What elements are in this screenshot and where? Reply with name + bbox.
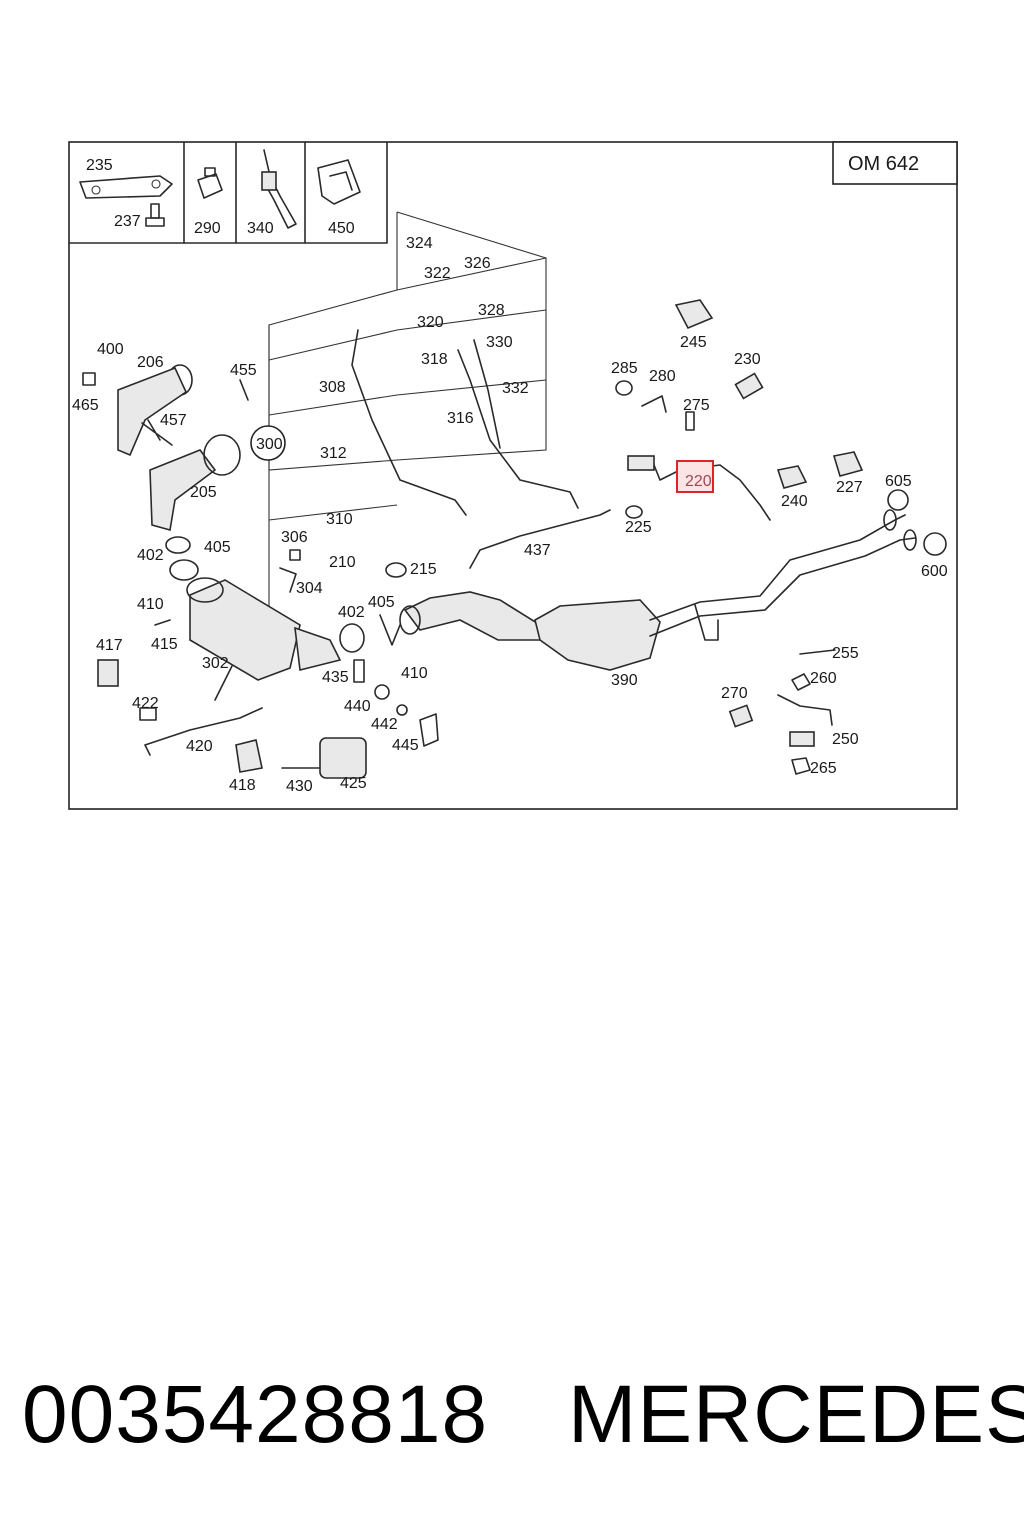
sensor-437	[469, 509, 611, 569]
line-332	[473, 339, 501, 449]
inset-parts-box	[68, 141, 388, 244]
part-label-405: 405	[368, 594, 395, 611]
part-label-320: 320	[417, 314, 444, 331]
part-label-328: 328	[478, 302, 505, 319]
brand-name: MERCEDES	[568, 1369, 1024, 1460]
part-label-445: 445	[392, 737, 419, 754]
part-label-210: 210	[329, 554, 356, 571]
diagram-frame	[68, 141, 958, 810]
part-label-465: 465	[72, 397, 99, 414]
part-label-442: 442	[371, 716, 398, 733]
part-label-250: 250	[832, 731, 859, 748]
part-label-306: 306	[281, 529, 308, 546]
turbo-manifold	[82, 364, 249, 532]
part-label-205: 205	[190, 484, 217, 501]
part-labels: 235 237 290 340 450 324 322 326 320 328 318 330 308 3…	[72, 157, 948, 795]
part-label-600: 600	[921, 563, 948, 580]
part-label-450: 450	[328, 220, 355, 237]
part-label-310: 310	[326, 511, 353, 528]
part-label-405: 405	[204, 539, 231, 556]
engine-code-label: OM 642	[848, 153, 919, 175]
part-label-400: 400	[97, 341, 124, 358]
exhaust-pipe	[399, 509, 917, 671]
caption: 0035428818 MERCEDES	[22, 1360, 1024, 1470]
part-label-402: 402	[137, 547, 164, 564]
part-label-230: 230	[734, 351, 761, 368]
part-label-415: 415	[151, 636, 178, 653]
part-label-605: 605	[885, 473, 912, 490]
right-hardware	[615, 299, 947, 775]
backdrop-panels	[268, 211, 547, 615]
part-label-265: 265	[810, 760, 837, 777]
part-label-326: 326	[464, 255, 491, 272]
part-label-437: 437	[524, 542, 551, 559]
callout-300-circle	[250, 425, 286, 461]
part-label-304: 304	[296, 580, 323, 597]
part-label-332: 332	[502, 380, 529, 397]
part-label-425: 425	[340, 775, 367, 792]
part-label-324: 324	[406, 235, 433, 252]
part-label-435: 435	[322, 669, 349, 686]
line-316	[457, 349, 579, 509]
part-label-418: 418	[229, 777, 256, 794]
part-label-245: 245	[680, 334, 707, 351]
part-label-410: 410	[137, 596, 164, 613]
part-label-422: 422	[132, 695, 159, 712]
part-label-255: 255	[832, 645, 859, 662]
particulate-filter	[186, 577, 365, 701]
part-label-275: 275	[683, 397, 710, 414]
part-label-215: 215	[410, 561, 437, 578]
highlight-box-220	[676, 460, 714, 493]
part-label-280: 280	[649, 368, 676, 385]
part-label-410: 410	[401, 665, 428, 682]
part-label-308: 308	[319, 379, 346, 396]
part-label-312: 312	[320, 445, 347, 462]
part-label-285: 285	[611, 360, 638, 377]
part-label-457: 457	[160, 412, 187, 429]
part-label-206: 206	[137, 354, 164, 371]
part-label-455: 455	[230, 362, 257, 379]
part-label-225: 225	[625, 519, 652, 536]
part-label-237: 237	[114, 213, 141, 230]
part-label-302: 302	[202, 655, 229, 672]
part-label-260: 260	[810, 670, 837, 687]
part-label-430: 430	[286, 778, 313, 795]
part-label-330: 330	[486, 334, 513, 351]
part-label-235: 235	[86, 157, 113, 174]
part-label-420: 420	[186, 738, 213, 755]
part-label-390: 390	[611, 672, 638, 689]
line-308	[351, 329, 467, 516]
part-label-290: 290	[194, 220, 221, 237]
part-label-227: 227	[836, 479, 863, 496]
part-label-402: 402	[338, 604, 365, 621]
part-label-318: 318	[421, 351, 448, 368]
part-label-322: 322	[424, 265, 451, 282]
part-number: 0035428818	[22, 1369, 489, 1460]
sensor-420	[144, 707, 263, 756]
part-label-240: 240	[781, 493, 808, 510]
part-label-316: 316	[447, 410, 474, 427]
part-label-417: 417	[96, 637, 123, 654]
exhaust-parts-diagram: OM 642	[68, 141, 958, 810]
part-label-340: 340	[247, 220, 274, 237]
part-label-220-highlighted: 220	[685, 473, 712, 490]
part-label-440: 440	[344, 698, 371, 715]
part-label-300: 300	[256, 436, 283, 453]
part-label-270: 270	[721, 685, 748, 702]
engine-code-box	[832, 141, 958, 185]
bottom-hardware	[97, 536, 439, 779]
